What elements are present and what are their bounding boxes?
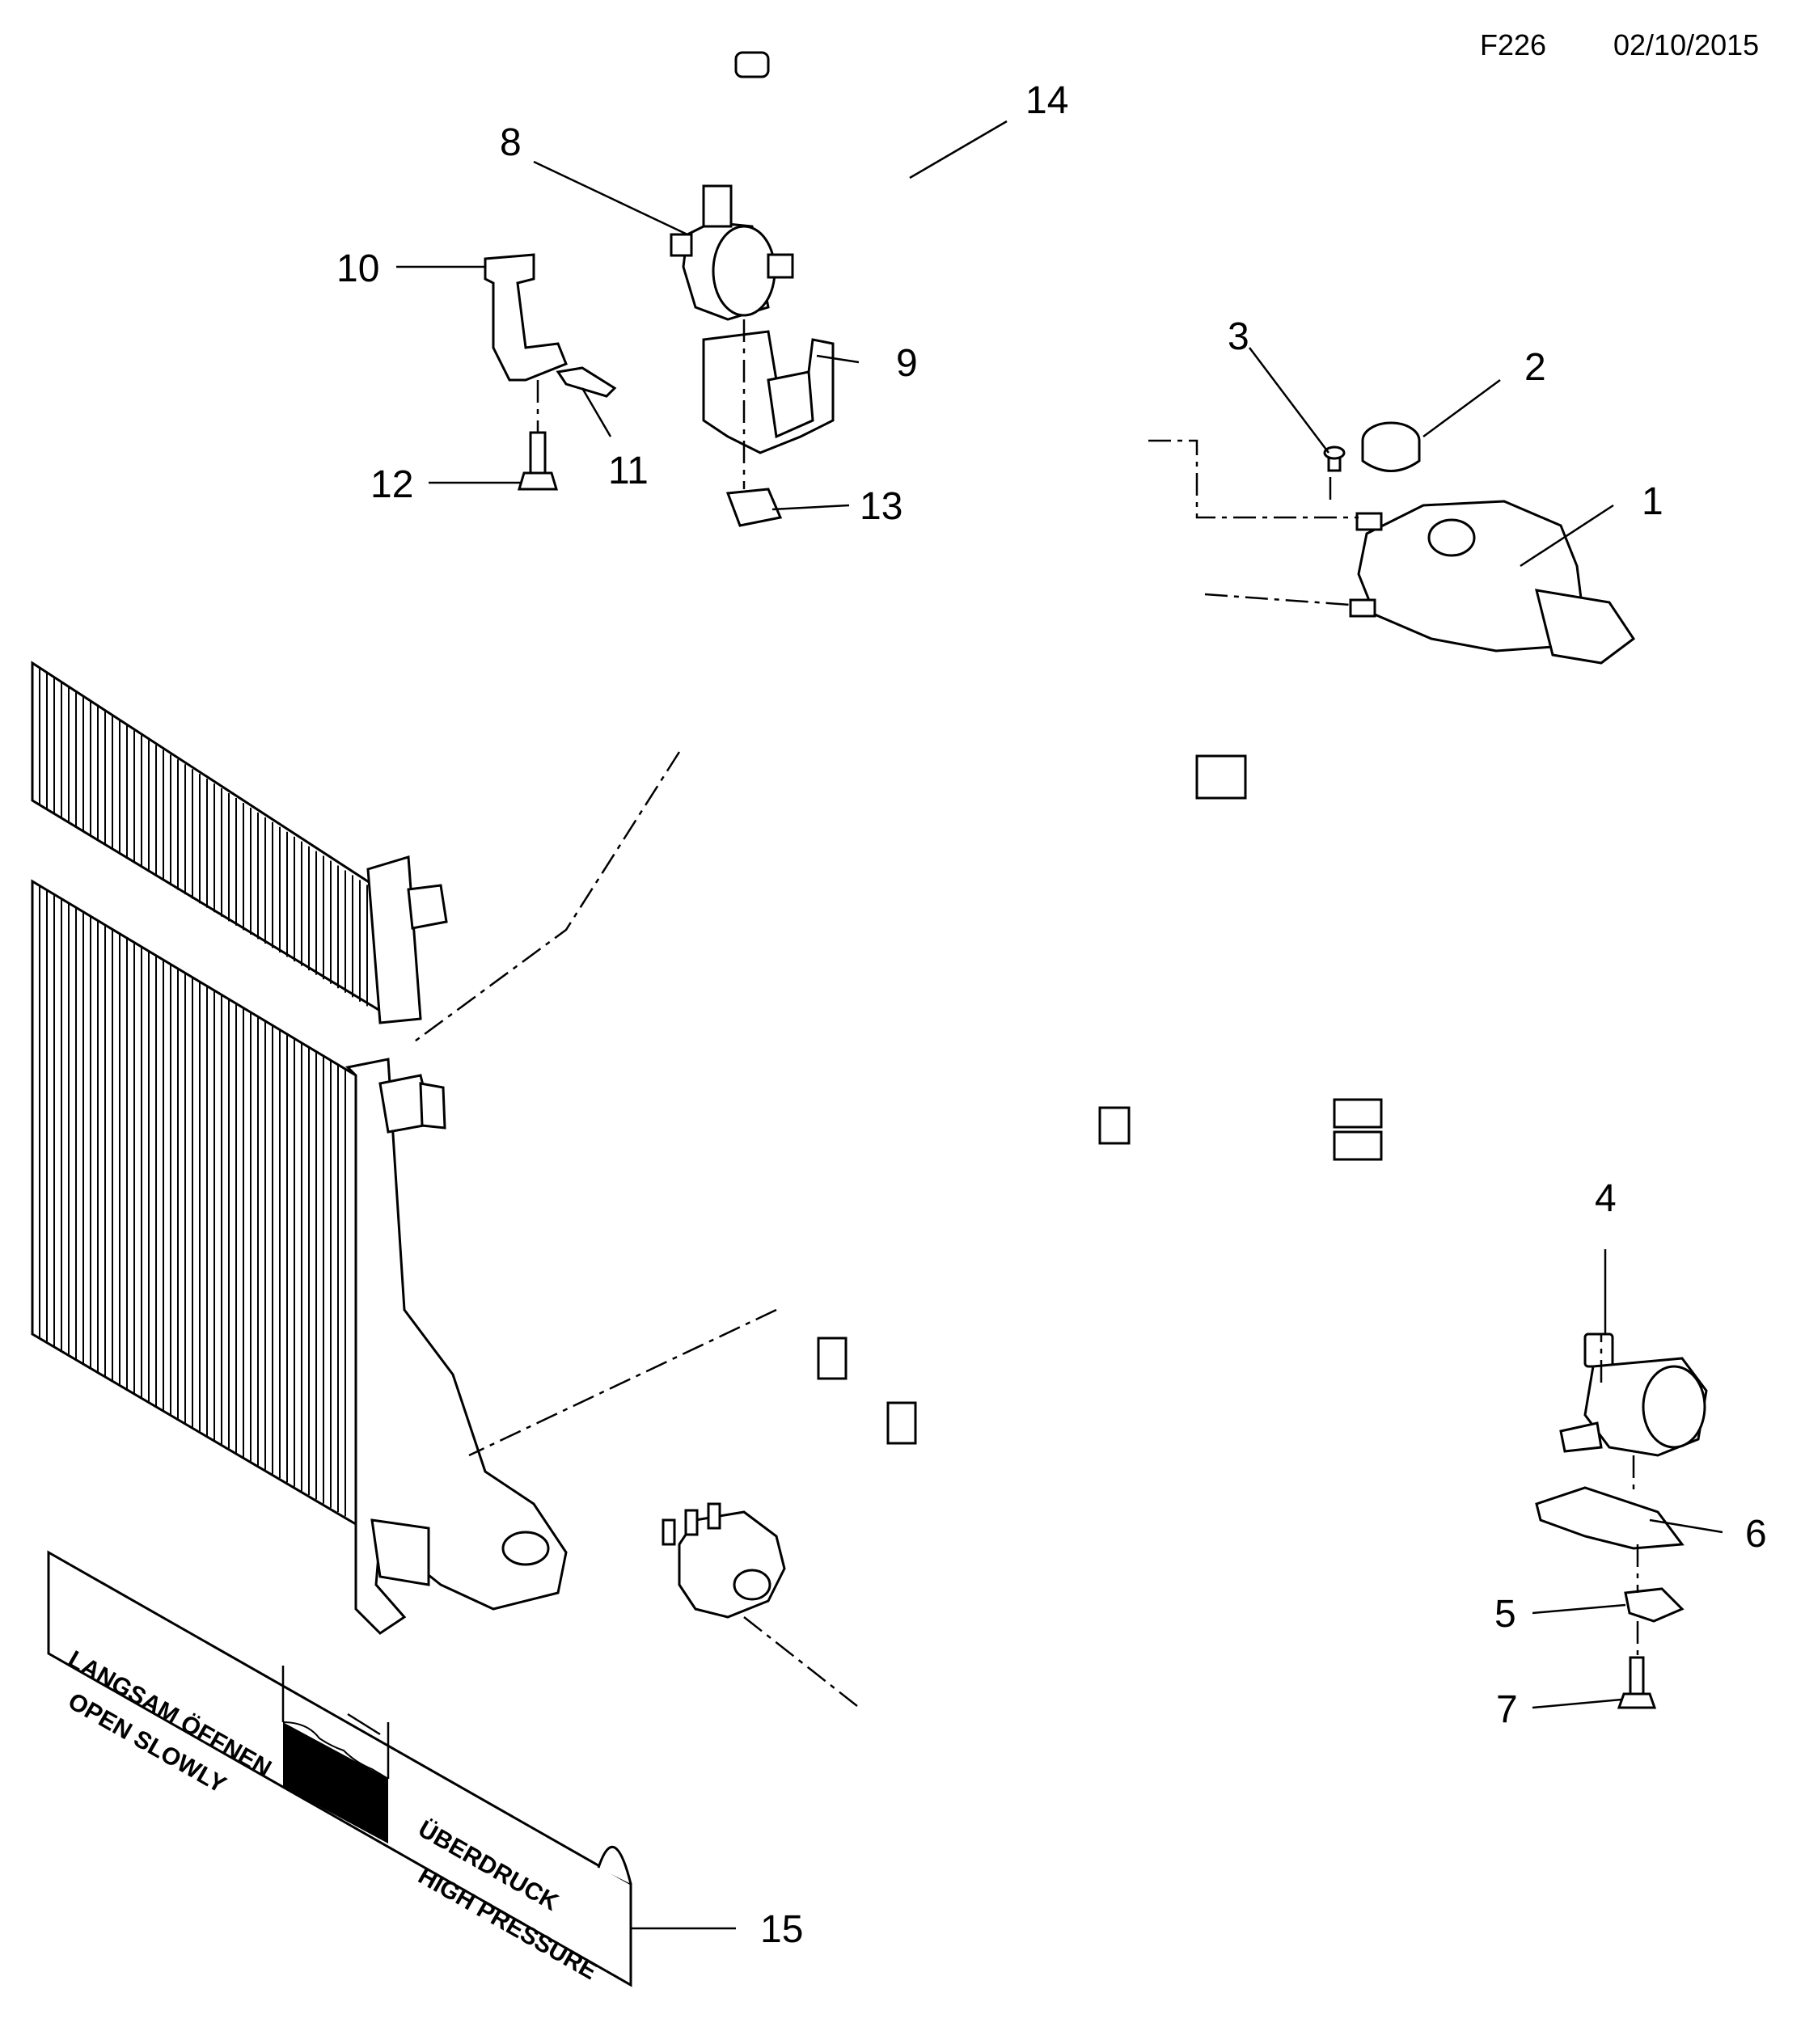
diagram-date: 02/10/2015 bbox=[1613, 28, 1759, 61]
callout-2: 2 bbox=[1524, 346, 1546, 389]
bracket-10 bbox=[484, 253, 568, 382]
pump-bracket-9 bbox=[702, 330, 835, 454]
connection-lines bbox=[412, 319, 1639, 1707]
expansion-reservoir-1 bbox=[1349, 500, 1636, 665]
callout-5: 5 bbox=[1494, 1593, 1516, 1636]
warning-label-15: LANGSAM ÖFFNEN OPEN SLOWLY ÜBERDRUCK HIG… bbox=[47, 1550, 632, 1987]
thermostat-housing bbox=[662, 1502, 786, 1619]
callout-6: 6 bbox=[1745, 1513, 1767, 1556]
pump-bracket-6 bbox=[1535, 1486, 1685, 1550]
bolt-12 bbox=[517, 431, 559, 491]
callout-7: 7 bbox=[1496, 1688, 1518, 1731]
callout-3: 3 bbox=[1228, 315, 1249, 358]
nut-13 bbox=[725, 488, 783, 527]
callout-8: 8 bbox=[500, 121, 522, 164]
callout-numbers: 1 2 3 4 5 6 7 8 9 10 11 12 13 14 15 bbox=[336, 79, 1767, 1951]
radiator-main-core bbox=[31, 879, 568, 1635]
radiator-upper-core bbox=[31, 661, 448, 1024]
callout-1: 1 bbox=[1642, 480, 1663, 523]
clip-11 bbox=[556, 366, 617, 398]
screw-3 bbox=[1323, 446, 1346, 472]
auxiliary-pump-8 bbox=[670, 184, 794, 321]
callout-11: 11 bbox=[608, 450, 649, 492]
leader-lines bbox=[396, 120, 1723, 1930]
reservoir-cap-2 bbox=[1361, 421, 1421, 472]
diagram-code: F226 bbox=[1480, 28, 1546, 61]
bolt-7 bbox=[1617, 1656, 1657, 1709]
hose-clamps bbox=[734, 51, 1383, 1445]
coolant-hoses bbox=[415, 51, 1542, 1744]
callout-14: 14 bbox=[1025, 79, 1068, 122]
callout-13: 13 bbox=[860, 485, 902, 528]
callout-9: 9 bbox=[896, 342, 918, 385]
electric-pump-4 bbox=[1559, 1332, 1708, 1457]
callout-12: 12 bbox=[370, 463, 413, 506]
callout-4: 4 bbox=[1595, 1177, 1617, 1220]
clip-5 bbox=[1624, 1587, 1685, 1623]
coolant-level-icon bbox=[283, 1722, 388, 1843]
callout-15: 15 bbox=[760, 1908, 803, 1951]
callout-10: 10 bbox=[336, 247, 379, 290]
